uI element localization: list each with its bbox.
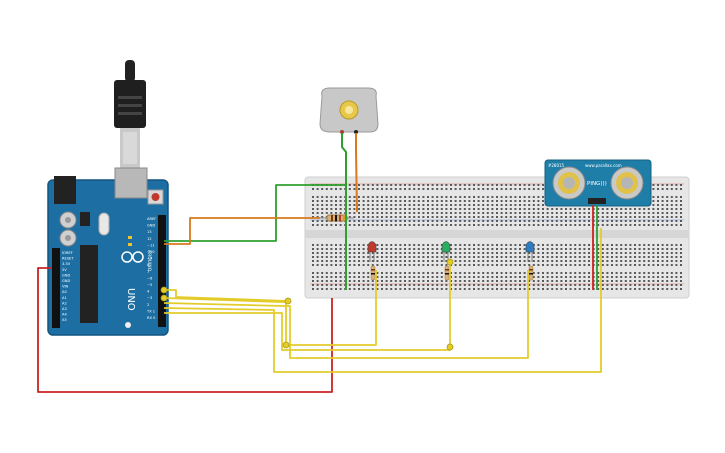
led-red-icon[interactable] [367,241,377,281]
pin-label: 4 [147,290,150,294]
pin-label: ~6 [147,276,153,280]
pin-label: ~5 [147,283,152,287]
pin-label: 13 [147,230,152,234]
wire-green [164,184,345,242]
usb-plug-icon [114,60,146,168]
board-uno-label: UNO [125,288,136,311]
wire-yellow-2 [163,270,377,346]
wire-motor-orange [355,133,358,213]
pin-label: GND [62,273,70,277]
pin-label: A5 [62,318,67,322]
pin-label: A4 [62,313,67,317]
pin-label: 3.3V [62,262,71,266]
wire-red [37,267,333,393]
wire-orange [164,217,320,245]
pin-label: A2 [62,301,67,305]
pin-label: A1 [62,296,67,300]
wire-motor-green [341,133,347,290]
pin-label: GND [62,279,70,283]
led-blue-icon[interactable] [525,241,535,281]
pin-label: ~11 [147,243,155,247]
pin-label: RESET [62,257,74,261]
wire-yellow-1 [164,289,289,302]
digital-pin-labels: AREF GND 13 12 ~11 ~10 ~9 8 7 ~6 ~5 4 ~3 2 TX 1 RX 0 [146,217,156,320]
wire-yellow-3 [163,270,529,359]
pin-label: 5V [62,268,67,272]
pin-label: 8 [147,263,150,267]
pin-label: ~3 [147,296,152,300]
dc-motor-icon[interactable] [319,87,379,134]
pin-label: 2 [147,303,149,307]
pin-label: AREF [147,217,156,221]
wire-group [37,133,602,393]
pin-label: IOREF [62,251,73,255]
sensor-top-label: #28015 [548,163,565,168]
pin-label: TX 1 [146,309,155,313]
pin-label: A3 [62,307,67,311]
pin-label: A0 [62,290,67,294]
arduino-uno-board[interactable]: ARDUINO UNO IOREFRESET3.3V5VGNDGNDVINA0A… [47,167,169,336]
pin-label: 12 [147,237,152,241]
pin-label: RX 0 [147,316,156,320]
wire-yellow-5 [164,262,451,351]
sensor-model-label: PING))) [587,181,607,187]
pin-label: 7 [147,270,149,274]
wire-yellow-4 [163,228,602,373]
board-brand-label: ARDUINO [146,250,152,272]
pin-label: ~10 [147,250,155,254]
sensor-brand-label: www.parallax.com [585,163,622,168]
pin-label: ~9 [147,257,153,261]
arduino-logo-icon [121,251,144,263]
ultrasonic-sensor-icon[interactable]: #28015 www.parallax.com PING))) [544,159,652,207]
pin-label: GND [147,224,155,228]
pin-label: VIN [62,285,69,289]
